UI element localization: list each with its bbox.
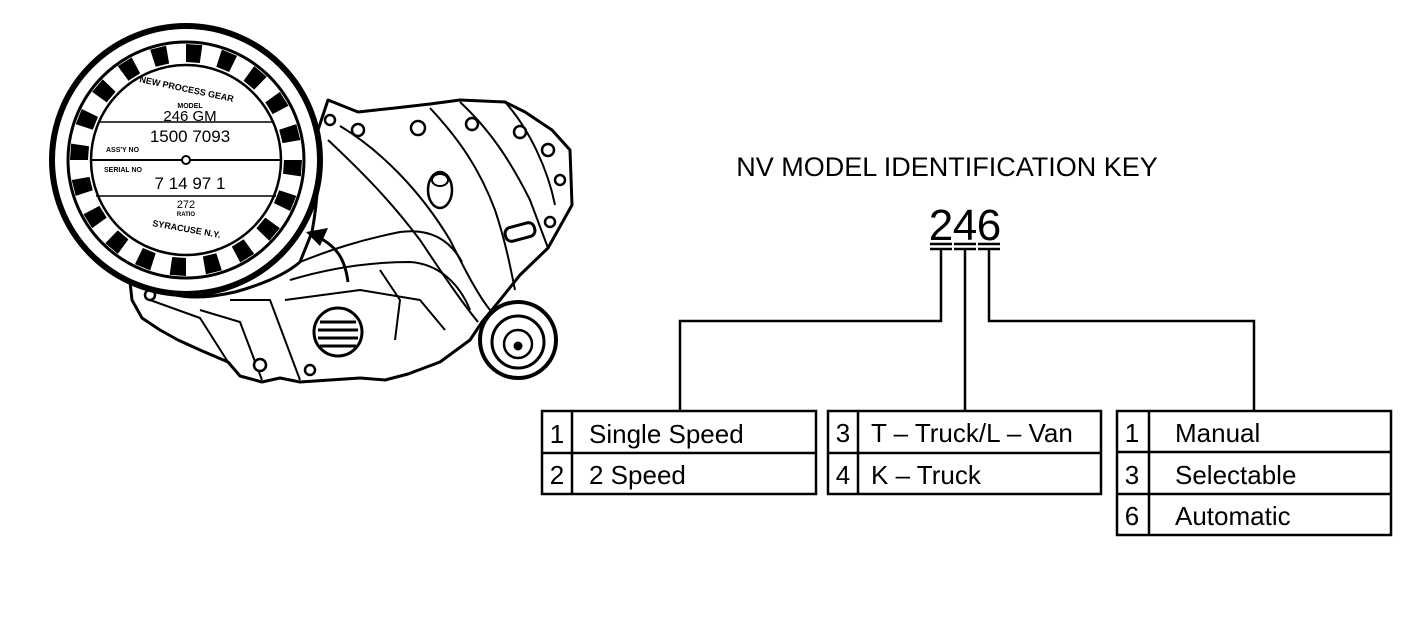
- model-digit: 2: [929, 201, 953, 250]
- tag-serial-value: 7 14 97 1: [155, 174, 226, 193]
- tag-model-label: MODEL: [177, 103, 203, 110]
- output-shaft: [478, 300, 558, 380]
- housing-rib: [429, 107, 516, 291]
- id-tag-magnified: NEW PROCESS GEAR MODEL 246 GM 1500 7093 …: [49, 23, 323, 297]
- tag-tooth: [216, 49, 238, 72]
- tag-tooth: [243, 66, 267, 90]
- tag-tooth: [186, 44, 203, 63]
- tag-serial-label: SERIAL NO: [104, 167, 143, 174]
- leader-digit-3: [987, 249, 1256, 411]
- table-code: 2: [550, 460, 564, 490]
- bolt-bosses: [143, 113, 567, 377]
- table-desc: 2 Speed: [589, 460, 686, 490]
- fill-plug: [312, 306, 364, 358]
- housing-rib: [379, 269, 401, 341]
- vehicle-table: 3 T – Truck/L – Van 4 K – Truck: [826, 409, 1103, 496]
- speed-table: 1 Single Speed 2 2 Speed: [540, 409, 818, 496]
- housing-rib: [504, 101, 556, 206]
- tag-tooth: [117, 57, 141, 81]
- tag-tooth: [83, 205, 107, 229]
- model-number: 2 4 6: [929, 201, 1001, 250]
- housing-rib: [299, 230, 463, 263]
- table-code: 1: [550, 419, 564, 449]
- model-digit: 4: [953, 201, 977, 250]
- table-code: 6: [1125, 501, 1139, 531]
- tag-part-number: 1500 7093: [150, 127, 230, 146]
- table-desc: K – Truck: [871, 460, 982, 490]
- housing-rib: [199, 309, 263, 381]
- table-code: 4: [836, 460, 850, 490]
- model-digit: 6: [977, 201, 1001, 250]
- housing-rib: [230, 299, 301, 381]
- housing-rib: [149, 299, 229, 363]
- tag-tooth: [105, 230, 129, 254]
- housing-rib: [339, 125, 491, 311]
- vent-fitting-top: [431, 173, 449, 187]
- tag-tooth: [265, 91, 289, 115]
- leader-digit-1: [678, 249, 943, 411]
- tag-tooth: [279, 124, 301, 144]
- vent-fitting: [426, 170, 454, 210]
- tag-location-arrow: [319, 236, 350, 283]
- arrow-head: [306, 228, 328, 246]
- tag-model-value: 246 GM: [163, 108, 216, 125]
- table-desc: Single Speed: [589, 419, 744, 449]
- tag-tooth: [70, 143, 89, 160]
- table-desc: Manual: [1175, 418, 1260, 448]
- tag-tooth: [169, 257, 186, 276]
- lever-slot: [503, 221, 537, 243]
- table-desc: Selectable: [1175, 460, 1296, 490]
- tag-assy-label: ASS'Y NO: [106, 147, 140, 154]
- tag-tooth: [274, 190, 297, 212]
- tag-center-hole: [181, 155, 191, 165]
- tag-inner-ring: [66, 40, 306, 280]
- table-code: 3: [1125, 460, 1139, 490]
- table-desc: Automatic: [1175, 501, 1291, 531]
- housing-rib: [459, 101, 549, 249]
- tag-tooth: [202, 253, 222, 275]
- housing-rib: [327, 139, 479, 323]
- tag-ratio-value: 272: [177, 199, 195, 211]
- tag-tooth: [231, 239, 255, 263]
- table-code: 1: [1125, 418, 1139, 448]
- tag-tooth: [150, 45, 170, 67]
- key-title: NV MODEL IDENTIFICATION KEY: [736, 152, 1158, 182]
- tag-tooth: [134, 248, 156, 271]
- leader-lines: [678, 249, 1256, 411]
- tag-tooth: [256, 217, 280, 241]
- tag-tooth: [92, 79, 116, 103]
- tag-teeth: [70, 44, 302, 276]
- table-desc: T – Truck/L – Van: [871, 418, 1073, 448]
- tag-tooth: [75, 108, 98, 130]
- shift-table: 1 Manual 3 Selectable 6 Automatic: [1115, 409, 1393, 537]
- tag-tooth: [283, 160, 302, 177]
- table-code: 3: [836, 418, 850, 448]
- housing-rib: [284, 289, 446, 331]
- tag-ratio-label: RATIO: [177, 212, 196, 218]
- housing-rib: [289, 261, 471, 311]
- transfer-case-illustration: [128, 98, 574, 384]
- tag-tooth: [71, 176, 93, 196]
